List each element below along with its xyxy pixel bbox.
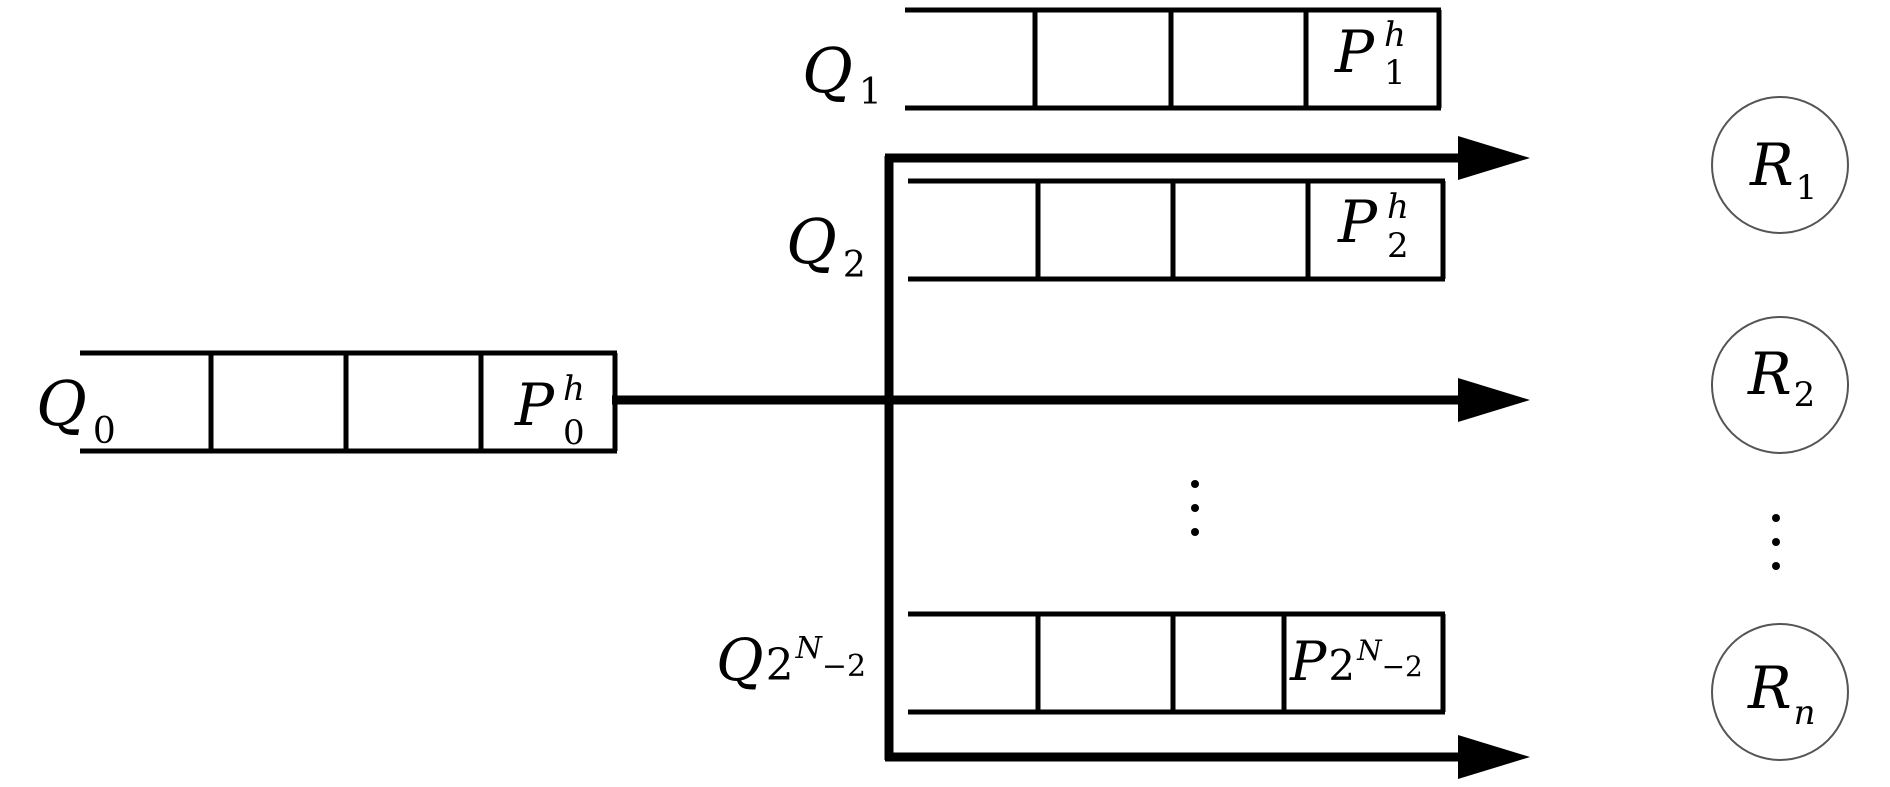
ellipsis-dot [1191, 504, 1199, 512]
node-label: R1 [1749, 131, 1817, 208]
node-r1: R1 [1711, 96, 1849, 234]
ellipsis-dot [1772, 538, 1780, 546]
queue-label: Q2N−2 [716, 626, 866, 694]
ellipsis-dot [1191, 528, 1199, 536]
head-packet-sup: h [563, 369, 585, 409]
head-packet-sup: h [1387, 187, 1409, 227]
node-label: Rn [1747, 654, 1816, 733]
ellipsis-dot [1772, 562, 1780, 570]
node-circle [1711, 316, 1849, 454]
head-packet-sup: h [1384, 15, 1406, 55]
flow-lines [612, 136, 1530, 779]
arrow-to-rn [1458, 735, 1530, 779]
head-packet-label: P [1337, 188, 1378, 256]
head-packet-label: P [514, 371, 555, 439]
node-r2: R2 [1711, 316, 1849, 454]
node-circle [1711, 96, 1849, 234]
arrow-to-r2 [1458, 378, 1530, 422]
head-packet-sub: 1 [1384, 53, 1406, 93]
head-packet-label: P [1334, 18, 1375, 86]
nodes-ellipsis [1772, 514, 1780, 570]
head-packet-sub: 0 [563, 413, 585, 453]
node-rn: Rn [1711, 623, 1849, 761]
arrow-to-r1 [1458, 136, 1530, 180]
ellipsis-dot [1772, 514, 1780, 522]
node-label: R2 [1747, 340, 1815, 415]
head-packet-sub: 2 [1387, 226, 1409, 266]
head-packet-label: P2N−2 [1289, 630, 1423, 693]
ellipsis-dot [1191, 480, 1199, 488]
node-circle [1711, 623, 1849, 761]
queues-ellipsis [1191, 480, 1199, 536]
queue-q-last: Q2N−2 P2N−2 [716, 611, 1446, 715]
